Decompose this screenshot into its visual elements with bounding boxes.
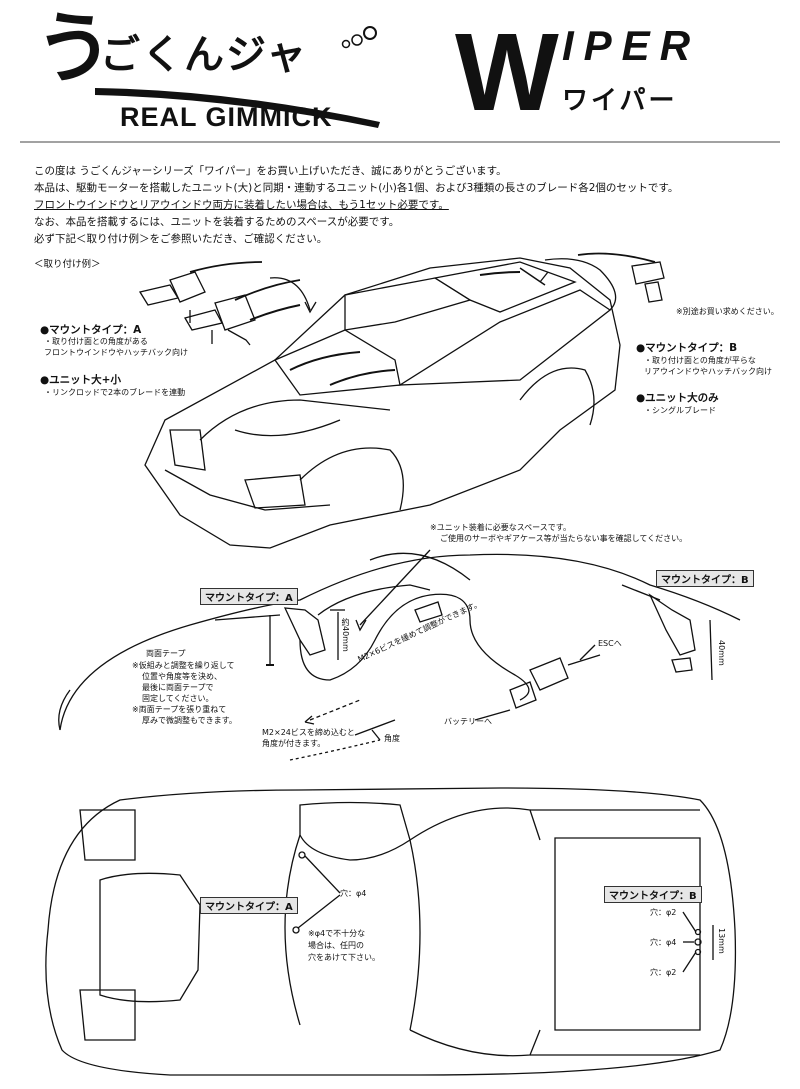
space-note-2: ご使用のサーボやギアケース等が当たらない事を確認してください。 (440, 534, 688, 543)
intro-line: 本品は、駆動モーターを搭載したユニット(大)と同期・連動するユニット(小)各1個… (34, 182, 679, 194)
logo-subtitle: REAL GIMMICK (120, 102, 333, 132)
tape-note-line: ※両面テープを張り重ねて (132, 705, 227, 714)
type-b-desc-1: ・取り付け面との角度が平らな (644, 356, 756, 365)
hole-b3: 穴：φ2 (650, 968, 677, 977)
type-a-desc: ・取り付け面との角度がある フロントウインドウやハッチバック向け (44, 336, 188, 358)
type-b-note: ●マウントタイプ：B (636, 342, 738, 354)
unit-large-note: ●ユニット大のみ (636, 392, 719, 404)
hole-note-line: ※φ4で不十分な (308, 929, 366, 938)
intro-line: 必ず下記＜取り付け例＞をご参照いただき、ご確認ください。 (34, 233, 328, 245)
m2x24-note: M2×24ビスを締め込むと 角度が付きます。 (262, 727, 355, 749)
separate-purchase-note: ※別途お買い求めください。 (676, 307, 779, 316)
car-perspective (144, 257, 621, 549)
top-tag-type-a: マウントタイプ：A (200, 897, 298, 914)
tape-note-line: 固定してください。 (142, 694, 214, 703)
unit-large-desc: ・シングルブレード (644, 406, 716, 415)
hole-note-line: 穴をあけて下さい。 (308, 953, 380, 962)
type-b-desc: ・取り付け面との角度が平らな リアウインドウやハッチバック向け (644, 355, 772, 377)
tape-note-line: 位置や角度等を決め、 (142, 672, 222, 681)
example-heading: ＜取り付け例＞ (34, 259, 101, 270)
type-a-desc-1: ・取り付け面との角度がある (44, 337, 148, 346)
space-note: ※ユニット装着に必要なスペースです。 ご使用のサーボやギアケース等が当たらない事… (430, 522, 687, 544)
dim-40-a: 約40mm (341, 618, 350, 652)
intro-line: フロントウインドウとリアウインドウ両方に装着したい場合は、もう1セット必要です。 (34, 199, 449, 211)
hole-b2: 穴：φ4 (650, 938, 677, 947)
space-note-1: ※ユニット装着に必要なスペースです。 (430, 523, 571, 532)
tape-note-line: 最後に両面テープで (142, 683, 214, 692)
angle-label: 角度 (384, 734, 400, 743)
unit-pair-desc: ・リンクロッドで2本のブレードを連動 (44, 388, 186, 397)
type-a-desc-2: フロントウインドウやハッチバック向け (44, 348, 188, 357)
detail-tag-type-b: マウントタイプ：B (656, 570, 754, 587)
detail-diagram (58, 549, 741, 761)
car-top-view (45, 787, 737, 1076)
wiper-w: W (455, 11, 559, 134)
type-a-note: ●マウントタイプ：A (40, 324, 142, 336)
intro-line: この度は うごくんジャーシリーズ「ワイパー」をお買い上げいただき、誠にありがとう… (34, 165, 507, 177)
logo-title: ごくんジャ (100, 32, 308, 78)
unit-pair-note: ●ユニット大+小 (40, 374, 121, 386)
wiper-kana: ワイパー (562, 86, 678, 116)
wiper-iper: IPER (562, 22, 701, 69)
logo-u: う (35, 4, 114, 94)
detail-tag-type-a: マウントタイプ：A (200, 588, 298, 605)
top-tag-type-b: マウントタイプ：B (604, 886, 702, 903)
intro-text: この度は うごくんジャーシリーズ「ワイパー」をお買い上げいただき、誠にありがとう… (34, 163, 774, 248)
type-b-desc-2: リアウインドウやハッチバック向け (644, 367, 772, 376)
unit-type-b-illustration (539, 252, 665, 311)
battery-label: バッテリーへ (444, 717, 492, 726)
hole-note: ※φ4で不十分な 場合は、任円の 穴をあけて下さい。 (308, 928, 380, 964)
unit-type-a-illustration (138, 261, 317, 346)
esc-label: ESCへ (598, 639, 622, 648)
hole-b1: 穴：φ2 (650, 908, 677, 917)
tape-note-line: 厚みで微調整もできます。 (142, 716, 237, 725)
m2x24-line-2: 角度が付きます。 (262, 739, 326, 748)
hole-4: 穴：φ4 (340, 889, 367, 898)
dim-13: 13mm (717, 928, 726, 954)
tape-note-line: ※仮組みと調整を繰り返して (132, 661, 235, 670)
hole-note-line: 場合は、任円の (308, 941, 364, 950)
intro-line: なお、本品を搭載するには、ユニットを装着するためのスペースが必要です。 (34, 216, 400, 228)
tape-notes: ※仮組みと調整を繰り返して 位置や角度等を決め、 最後に両面テープで 固定してく… (132, 660, 237, 726)
m2x24-line-1: M2×24ビスを締め込むと (262, 728, 355, 737)
tape-label: 両面テープ (146, 649, 186, 658)
dim-40-b: 40mm (717, 640, 726, 666)
